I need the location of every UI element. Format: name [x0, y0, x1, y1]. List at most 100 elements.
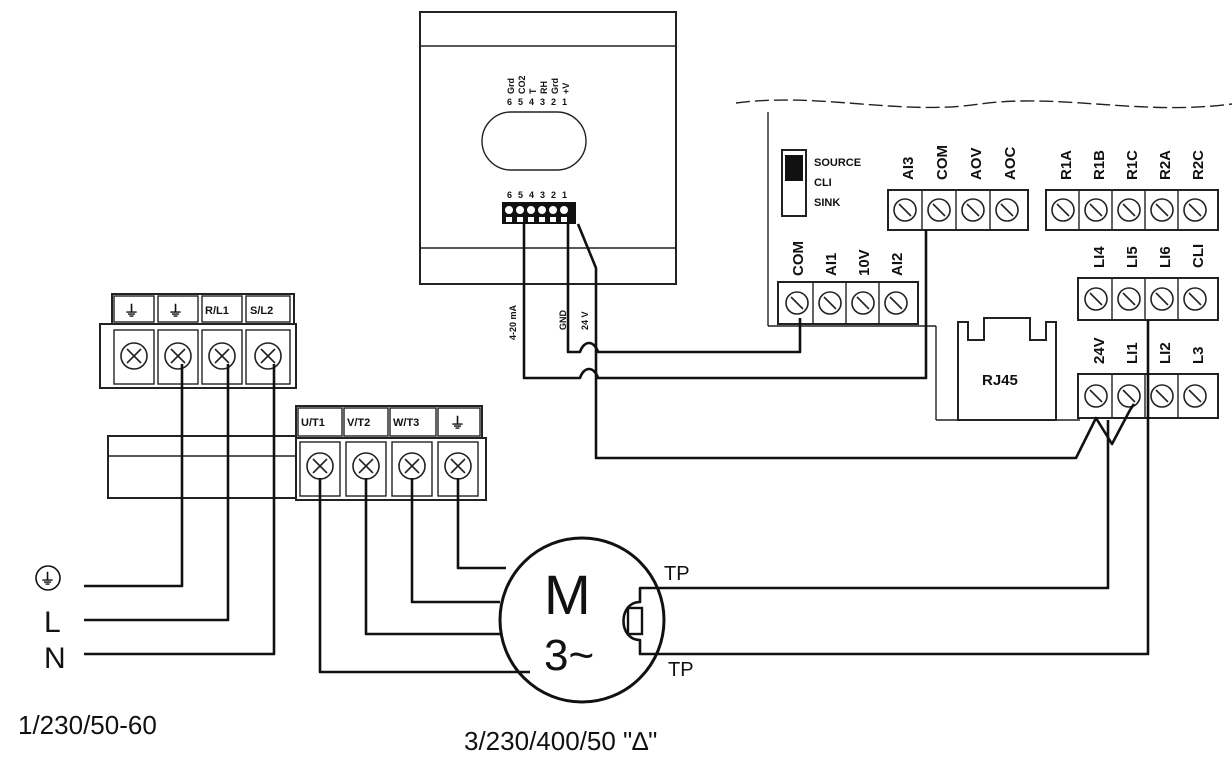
wire-motor-earth: [456, 478, 506, 570]
sensor-num-6: 6: [507, 97, 512, 107]
wire-thermistor-li5: [638, 320, 1150, 656]
power-terminal-earth-2: ⏚: [168, 303, 183, 320]
term-label-l3: L3: [1190, 346, 1207, 364]
term-label-aov: AOV: [968, 147, 985, 180]
motor-output-terminal: U/T1 V/T2 W/T3 ⏚: [107, 405, 487, 501]
sensor-label-rh: RH: [539, 81, 549, 94]
supply-neutral-label: N: [44, 642, 66, 675]
sensor-terminal-strip: 6 5 4 3 2 1: [502, 190, 576, 224]
motor-body: [498, 536, 666, 704]
sensor-terminal-3: [538, 206, 546, 214]
sensor-num-3: 3: [540, 97, 545, 107]
sensor-num-4: 4: [529, 97, 534, 107]
sensor-label-co2: CO2: [517, 75, 527, 94]
sensor-num-5: 5: [518, 97, 523, 107]
supply-line-label: L: [44, 606, 61, 639]
wire-sensor-signal: [522, 224, 928, 380]
term-label-ai3: AI3: [900, 157, 917, 180]
terminal-strip-logic-top: LI4 LI5 LI6 CLI: [1077, 244, 1219, 321]
term-label-r2a: R2A: [1157, 150, 1174, 180]
sensor-term-num-5: 5: [518, 190, 523, 200]
motor-terminal-earth: ⏚: [450, 415, 465, 432]
terminal-strip-analog-out: AI3 COM AOV AOC: [887, 145, 1029, 231]
term-label-r1a: R1A: [1058, 150, 1075, 180]
wire-label-gnd: GND: [558, 310, 568, 331]
wires: [84, 223, 1150, 674]
wire-motor-v: [364, 478, 502, 636]
drive-chassis-strip: [107, 435, 301, 499]
sensor-unit: Grd CO2 T RH Grd +V 6 5 4 3 2 1 6 5 4 3 …: [419, 11, 677, 340]
sensor-terminal-4: [527, 206, 535, 214]
term-label-10v: 10V: [856, 249, 873, 276]
power-terminal-earth-1: ⏚: [124, 303, 139, 320]
sensor-term-num-1: 1: [562, 190, 567, 200]
switch-label-cli: CLI: [814, 177, 832, 189]
motor-terminal-vt2: V/T2: [347, 417, 370, 429]
switch-label-source: SOURCE: [814, 157, 861, 169]
motor-phase: 3~: [544, 631, 594, 680]
wire-thermistor-li1: [638, 420, 1110, 595]
sensor-terminal-2: [549, 206, 557, 214]
term-label-li1: LI1: [1124, 342, 1141, 364]
term-label-r2c: R2C: [1190, 150, 1207, 180]
supply-spec: 1/230/50-60: [18, 710, 157, 740]
power-terminal-sl2: S/L2: [250, 305, 273, 317]
sensor-window: [481, 111, 587, 171]
sensor-terminal-6: [505, 206, 513, 214]
wire-motor-w: [410, 478, 500, 604]
motor-terminal-ut1: U/T1: [301, 417, 325, 429]
wire-supply-earth: [84, 364, 184, 588]
thermal-protection-bottom: TP: [668, 659, 694, 681]
supply-earth-symbol: ⏚: [40, 571, 55, 588]
wire-supply-line: [84, 364, 230, 622]
sensor-label-grd-2: Grd: [550, 78, 560, 94]
term-label-r1c: R1C: [1124, 150, 1141, 180]
term-label-li2: LI2: [1157, 342, 1174, 364]
switch-slider: [785, 155, 803, 181]
thermistor-symbol: [622, 595, 642, 648]
power-input-label-row: [111, 293, 295, 325]
sensor-terminal-5: [516, 206, 524, 214]
thermal-protection-top: TP: [664, 563, 690, 585]
sensor-label-grd-6: Grd: [506, 78, 516, 94]
term-label-24v: 24V: [1091, 337, 1108, 364]
term-label-com: COM: [790, 241, 807, 276]
terminal-strip-analog-in: COM AI1 10V AI2: [777, 241, 919, 325]
term-label-li4: LI4: [1091, 246, 1108, 268]
supply-earth-circle: [35, 565, 61, 591]
power-terminal-rl1: R/L1: [205, 305, 229, 317]
term-label-com-top: COM: [934, 145, 951, 180]
term-label-ai2: AI2: [889, 253, 906, 276]
term-label-cli: CLI: [1190, 244, 1207, 268]
drive-control-board: SOURCE CLI SINK AI3 COM AOV AOC R1A R1B …: [735, 99, 1232, 421]
rj45-port[interactable]: RJ45: [957, 317, 1057, 421]
wire-sensor-24v: [576, 223, 1132, 460]
sensor-top-labels: Grd CO2 T RH Grd +V: [506, 75, 571, 94]
wire-supply-neutral: [84, 364, 276, 656]
sensor-num-2: 2: [551, 97, 556, 107]
rj45-label: RJ45: [982, 372, 1018, 389]
sensor-term-num-4: 4: [529, 190, 534, 200]
wire-sensor-gnd: [566, 224, 802, 354]
term-label-ai1: AI1: [823, 253, 840, 276]
motor-output-label-row: [295, 405, 483, 439]
supply: ⏚ L N 1/230/50-60: [18, 565, 157, 740]
terminal-strip-relays: R1A R1B R1C R2A R2C: [1045, 150, 1219, 231]
term-label-r1b: R1B: [1091, 150, 1108, 180]
wire-motor-u: [318, 478, 530, 674]
term-label-aoc: AOC: [1002, 147, 1019, 181]
sensor-label-plus-v: +V: [561, 83, 571, 94]
sensor-num-1: 1: [562, 97, 567, 107]
sensor-term-num-6: 6: [507, 190, 512, 200]
motor-spec: 3/230/400/50 "∆": [464, 726, 657, 756]
term-label-li5: LI5: [1124, 246, 1141, 268]
sensor-term-num-3: 3: [540, 190, 545, 200]
switch-label-sink: SINK: [814, 197, 840, 209]
board-torn-edge: [735, 99, 1232, 109]
motor-letter: M: [544, 563, 591, 626]
sensor-housing: [419, 11, 677, 285]
wire-label-24v: 24 V: [580, 311, 590, 330]
term-label-li6: LI6: [1157, 246, 1174, 268]
sensor-terminal-1: [560, 206, 568, 214]
